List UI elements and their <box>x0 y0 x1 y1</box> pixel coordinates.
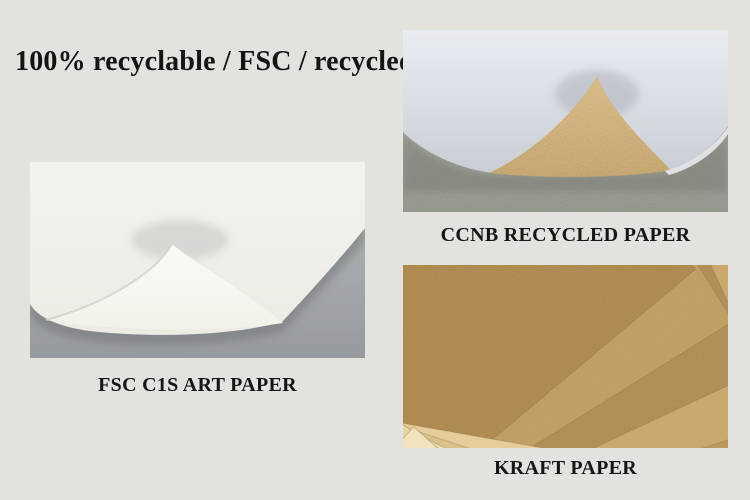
caption-ccnb-recycled-paper: CCNB RECYCLED PAPER <box>440 224 691 246</box>
kraft-paper-illustration <box>403 265 728 448</box>
kraft-paper-photo <box>403 265 728 448</box>
page-title: 100% recyclable / FSC / recycled <box>15 46 415 77</box>
ccnb-recycled-paper-illustration <box>403 30 728 212</box>
caption-kraft-paper: KRAFT PAPER <box>493 457 638 479</box>
caption-fsc-art-paper: FSC C1S ART PAPER <box>98 374 297 396</box>
fsc-art-paper-illustration <box>30 162 365 358</box>
fsc-art-paper-photo <box>30 162 365 358</box>
ccnb-recycled-paper-photo <box>403 30 728 212</box>
